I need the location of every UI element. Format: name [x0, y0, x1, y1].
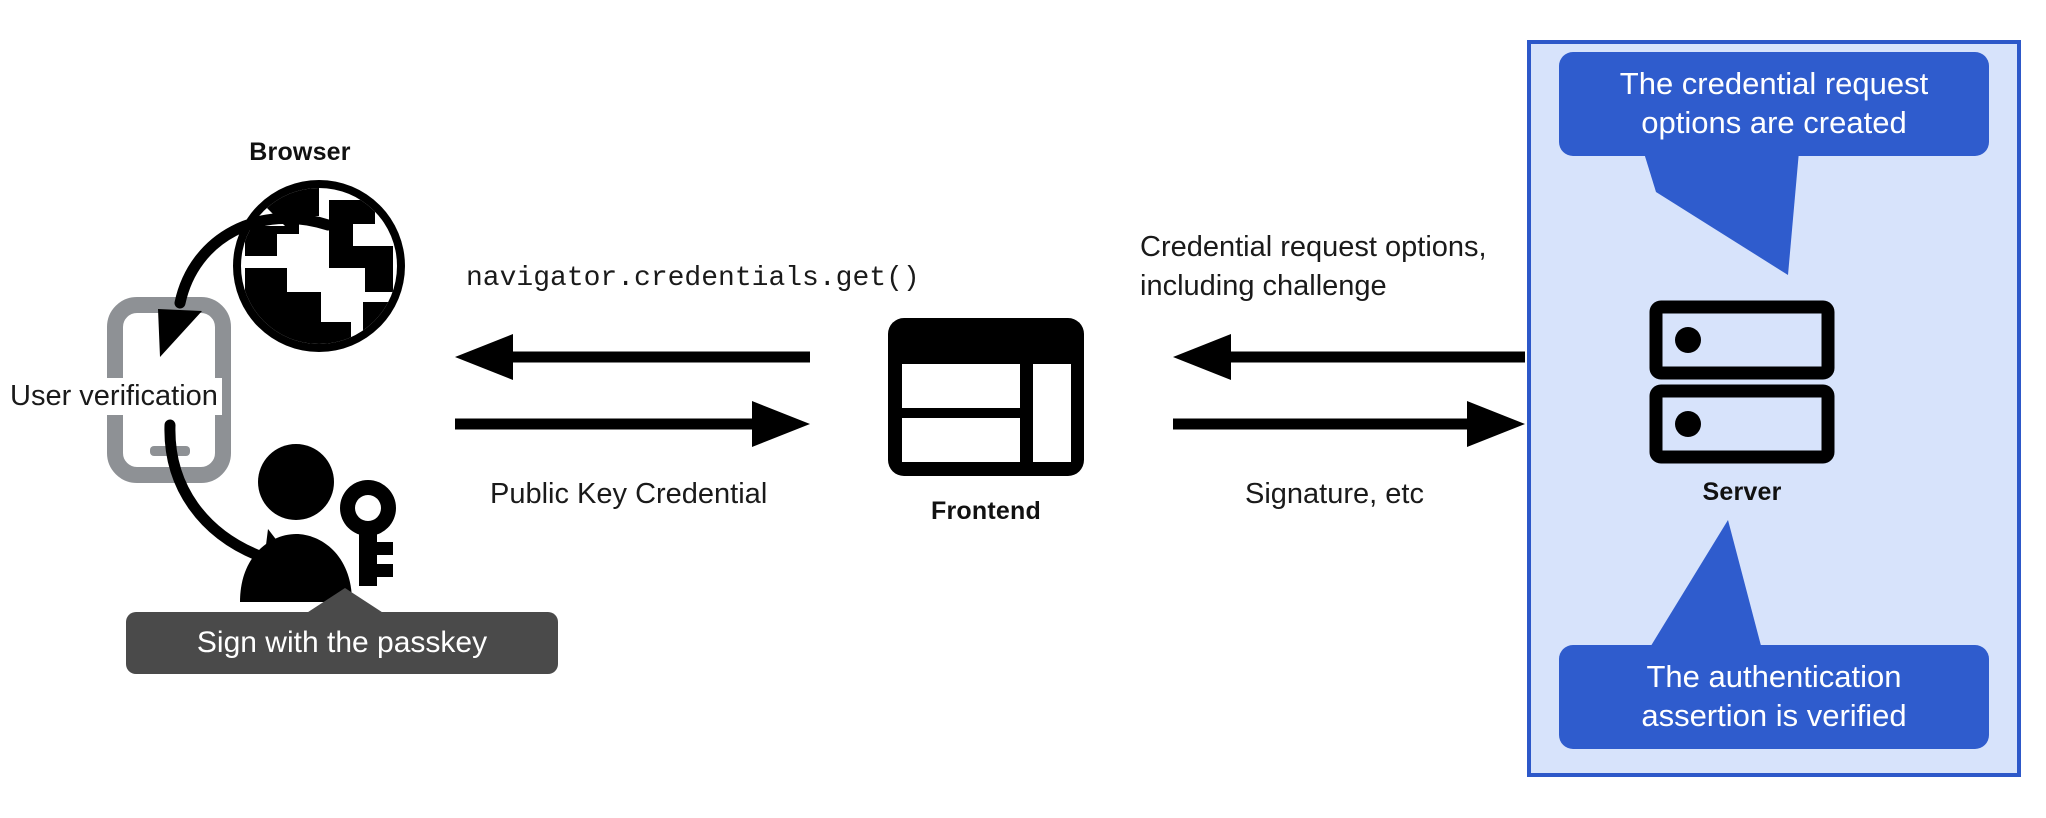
credential-request-options-line1: Credential request options,: [1140, 231, 1487, 263]
passkey-tooltip: Sign with the passkey: [126, 612, 558, 674]
callout-bottom-line1: The authentication: [1646, 659, 1902, 695]
callout-authentication-assertion: The authentication assertion is verified: [1559, 645, 1989, 749]
callout-top-line2: options are created: [1641, 105, 1907, 140]
callout-bottom-tail: [1630, 520, 1770, 680]
server-label: Server: [1702, 478, 1782, 506]
callout-top-tail: [1640, 140, 1800, 275]
callout-bottom-line2: assertion is verified: [1641, 698, 1907, 733]
user-verification-label-wrap: User verification: [6, 378, 222, 415]
public-key-credential-label: Public Key Credential: [490, 478, 768, 510]
arrow-frontend-to-server: [1173, 401, 1525, 447]
signature-etc-label: Signature, etc: [1245, 478, 1424, 510]
server-rack-icon: [1649, 300, 1835, 464]
passkey-tooltip-text: Sign with the passkey: [126, 612, 558, 674]
passkey-tooltip-pointer: [302, 588, 388, 616]
user-verification-label: User verification: [10, 380, 218, 412]
arrow-frontend-to-browser: [455, 334, 810, 380]
credential-request-options-label: Credential request options, including ch…: [1140, 228, 1540, 305]
arrow-browser-to-frontend: [455, 401, 810, 447]
person-with-key-icon: [240, 444, 396, 602]
callout-credential-request-options: The credential request options are creat…: [1559, 52, 1989, 156]
frontend-label: Frontend: [931, 497, 1041, 525]
credential-request-options-line2: including challenge: [1140, 269, 1387, 302]
callout-top-line1: The credential request: [1619, 66, 1929, 102]
navigator-credentials-get-label: navigator.credentials.get(): [466, 263, 920, 294]
browser-label: Browser: [249, 138, 351, 166]
user-verification-arrow-in: [158, 212, 334, 357]
arrow-server-to-frontend: [1173, 334, 1525, 380]
web-layout-icon: [888, 318, 1084, 476]
